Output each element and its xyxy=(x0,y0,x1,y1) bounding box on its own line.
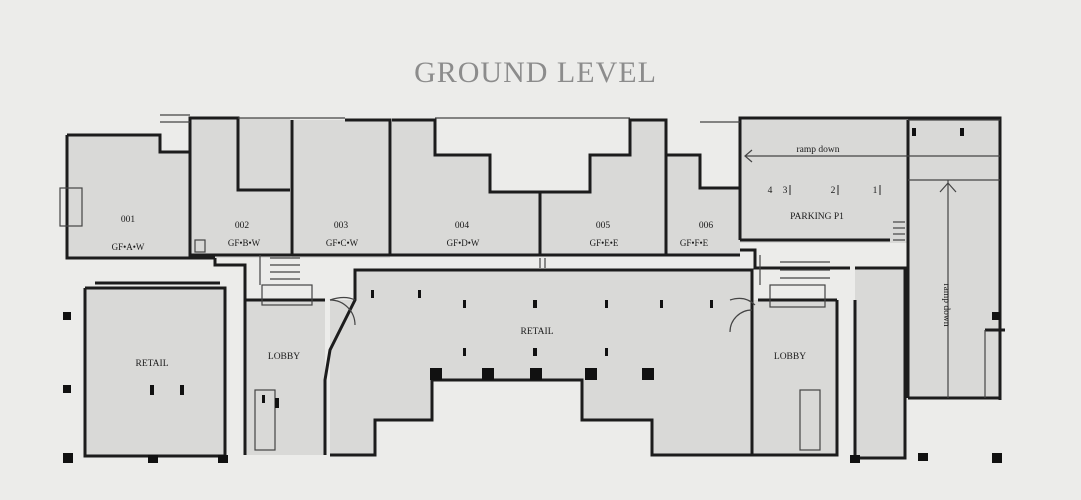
unit-005-code: GF•E•E xyxy=(590,238,619,248)
space-labels: RETAIL RETAIL LOBBY LOBBY PARKING P1 ram… xyxy=(135,145,951,369)
plan-title: GROUND LEVEL xyxy=(414,56,657,89)
parking-stall-4: 4 xyxy=(768,186,773,196)
unit-002-code: GF•B•W xyxy=(228,238,261,248)
unit-003-code: GF•C•W xyxy=(326,238,359,248)
unit-002-number: 002 xyxy=(235,221,250,231)
unit-004-number: 004 xyxy=(455,221,470,231)
unit-005-number: 005 xyxy=(596,221,611,231)
details xyxy=(59,114,1000,451)
parking-stall-1: 1 xyxy=(873,186,878,196)
lobby-left-label: LOBBY xyxy=(268,352,300,362)
columns xyxy=(63,128,1002,463)
unit-001-code: GF•A•W xyxy=(112,242,145,252)
lobby-right-label: LOBBY xyxy=(774,352,806,362)
parking-label: PARKING P1 xyxy=(790,212,844,222)
retail-center-label: RETAIL xyxy=(520,327,553,337)
unit-006-number: 006 xyxy=(699,221,714,231)
unit-004-code: GF•D•W xyxy=(447,238,480,248)
unit-001-number: 001 xyxy=(121,215,136,225)
unit-labels: 001 GF•A•W 002 GF•B•W 003 GF•C•W 004 GF•… xyxy=(112,215,714,252)
room-fills xyxy=(67,118,1000,458)
retail-left-label: RETAIL xyxy=(135,359,168,369)
parking-stall-2: 2 xyxy=(831,186,836,196)
ramp-top-label: ramp down xyxy=(796,145,839,155)
unit-003-number: 003 xyxy=(334,221,349,231)
ramp-side-label: ramp down xyxy=(941,283,951,326)
parking-stall-3: 3 xyxy=(783,186,788,196)
unit-006-code: GF•F•E xyxy=(680,238,709,248)
